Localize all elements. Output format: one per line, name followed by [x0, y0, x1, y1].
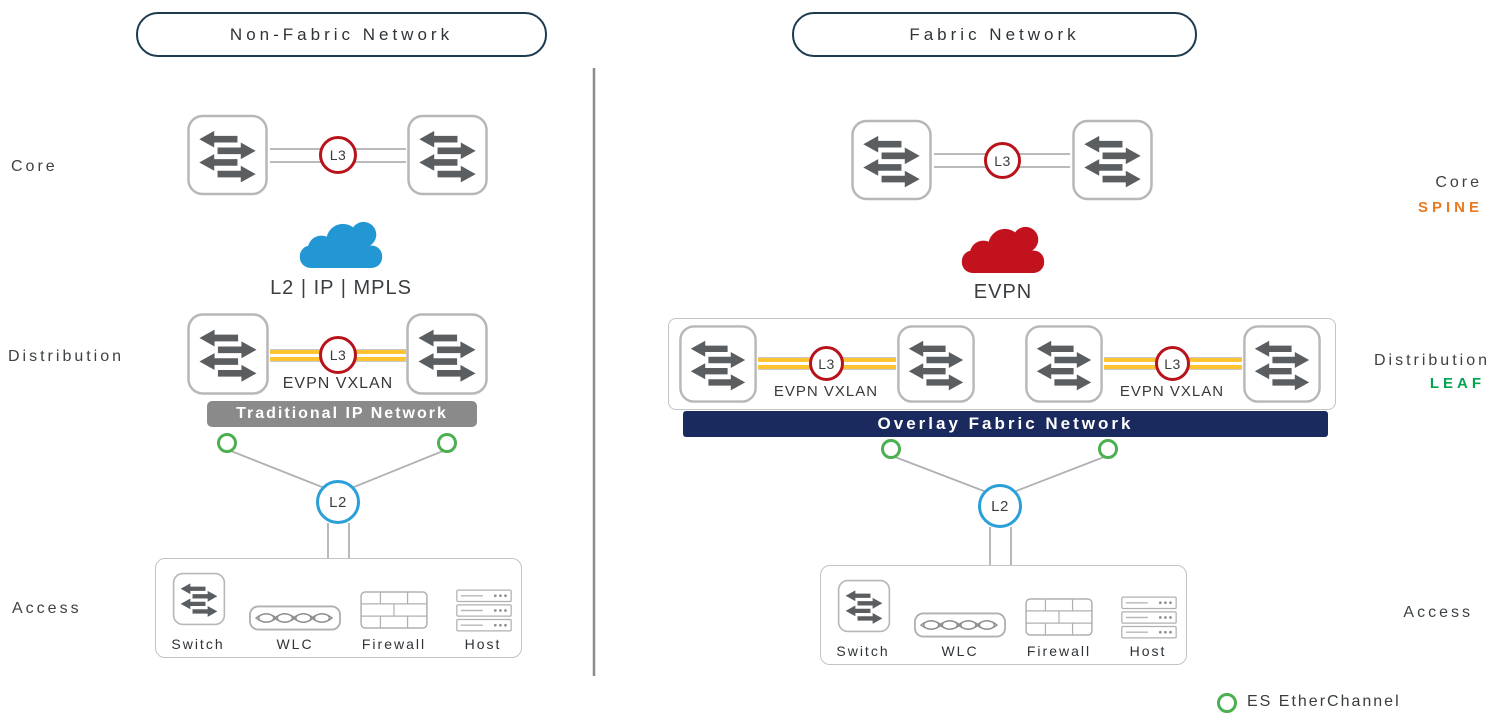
l3-label: L3	[994, 152, 1011, 169]
l2-label: L2	[329, 493, 347, 511]
right-cloud-caption: EVPN	[973, 281, 1033, 303]
l2-label: L2	[991, 497, 1009, 515]
right-layer-distribution: Distribution	[1373, 352, 1490, 369]
switch-node	[896, 324, 976, 404]
right-layer-access: Access	[1403, 604, 1473, 621]
left-evpn-vxlan-caption: EVPN VXLAN	[282, 375, 394, 392]
left-layer-core: Core	[11, 158, 58, 175]
non-fabric-title: Non-Fabric Network	[229, 24, 454, 44]
es-etherchannel-ring	[217, 433, 237, 453]
wlc-icon	[913, 612, 1007, 638]
l3-link-badge: L3	[319, 336, 357, 374]
switch-icon	[896, 324, 976, 404]
l2-link-badge: L2	[316, 480, 360, 524]
access-item-label: WLC	[276, 636, 314, 652]
switch-icon	[172, 572, 226, 626]
left-cloud-caption: L2 | IP | MPLS	[270, 277, 412, 299]
es-etherchannel-ring	[1098, 439, 1118, 459]
switch-node	[850, 118, 933, 202]
pod1-evpn-vxlan-caption: EVPN VXLAN	[773, 383, 879, 400]
fabric-title-pill: Fabric Network	[792, 12, 1197, 57]
right-layer-spine: SPINE	[1417, 199, 1483, 216]
cloud-icon	[954, 221, 1052, 274]
access-item-label: WLC	[941, 643, 979, 659]
host-icon	[455, 589, 513, 632]
access-item-label: Firewall	[361, 636, 427, 652]
access-item-label: Host	[464, 636, 502, 652]
overlay-fabric-network-bar: Overlay Fabric Network	[683, 411, 1328, 437]
access-switch-node	[172, 572, 226, 626]
switch-node	[1071, 118, 1154, 202]
host-icon	[1120, 596, 1178, 639]
access-switch-node	[837, 579, 891, 633]
switch-icon	[186, 113, 269, 197]
es-etherchannel-ring	[437, 433, 457, 453]
switch-icon	[837, 579, 891, 633]
switch-icon	[406, 113, 489, 197]
right-layer-core: Core	[1435, 174, 1482, 191]
traditional-ip-network-bar: Traditional IP Network	[207, 401, 477, 427]
legend-es-etherchannel: ES EtherChannel	[1247, 693, 1401, 710]
firewall-icon	[1025, 598, 1093, 636]
overlay-fabric-network-label: Overlay Fabric Network	[877, 414, 1134, 433]
cloud-icon	[292, 216, 390, 269]
l3-link-badge: L3	[1155, 346, 1190, 381]
access-item-label: Firewall	[1026, 643, 1092, 659]
l3-label: L3	[1164, 355, 1181, 372]
l2-link-badge: L2	[978, 484, 1022, 528]
pod2-evpn-vxlan-caption: EVPN VXLAN	[1119, 383, 1225, 400]
switch-node	[186, 113, 269, 197]
access-item-label: Switch	[171, 636, 225, 652]
left-layer-access: Access	[12, 600, 82, 617]
l3-label: L3	[329, 147, 347, 163]
switch-icon	[1071, 118, 1154, 202]
l3-link-badge: L3	[319, 136, 357, 174]
non-fabric-title-pill: Non-Fabric Network	[136, 12, 547, 57]
es-etherchannel-ring	[881, 439, 901, 459]
l3-link-badge: L3	[809, 346, 844, 381]
wlc-icon	[248, 605, 342, 631]
left-layer-distribution: Distribution	[8, 348, 125, 365]
traditional-ip-network-label: Traditional IP Network	[236, 405, 448, 422]
firewall-icon	[360, 591, 428, 629]
switch-node	[406, 113, 489, 197]
switch-icon	[1242, 324, 1322, 404]
right-layer-leaf: LEAF	[1429, 375, 1485, 392]
access-item-label: Host	[1129, 643, 1167, 659]
es-etherchannel-ring	[1217, 693, 1237, 713]
switch-node	[1242, 324, 1322, 404]
switch-icon	[850, 118, 933, 202]
l3-label: L3	[818, 355, 835, 372]
fabric-title: Fabric Network	[909, 24, 1080, 44]
l3-label: L3	[329, 347, 347, 363]
l3-link-badge: L3	[984, 142, 1021, 179]
access-item-label: Switch	[836, 643, 890, 659]
